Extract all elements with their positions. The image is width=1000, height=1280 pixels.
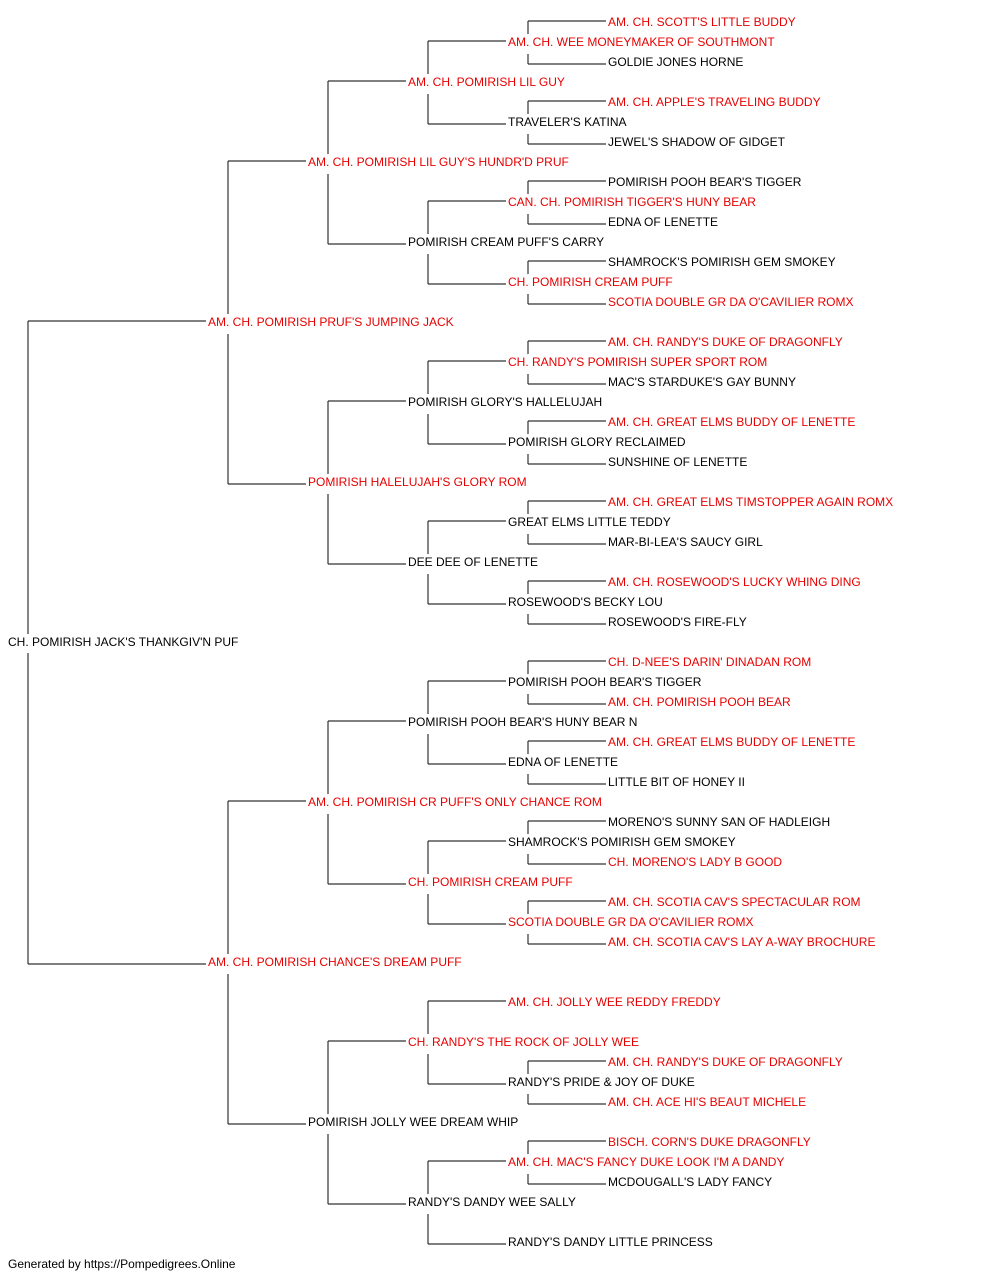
ancestor-gen2: POMIRISH JOLLY WEE DREAM WHIP [308, 1115, 518, 1129]
ancestor-gen5: AM. CH. SCOTIA CAV'S SPECTACULAR ROM [608, 895, 861, 909]
ancestor-gen1: AM. CH. POMIRISH PRUF'S JUMPING JACK [208, 315, 454, 329]
ancestor-gen4: TRAVELER'S KATINA [508, 115, 627, 129]
ancestor-gen5: SHAMROCK'S POMIRISH GEM SMOKEY [608, 255, 836, 269]
ancestor-gen5: BISCH. CORN'S DUKE DRAGONFLY [608, 1135, 811, 1149]
ancestor-gen5: AM. CH. ROSEWOOD'S LUCKY WHING DING [608, 575, 861, 589]
ancestor-gen4: AM. CH. JOLLY WEE REDDY FREDDY [508, 995, 721, 1009]
ancestor-gen5: SCOTIA DOUBLE GR DA O'CAVILIER ROMX [608, 295, 853, 309]
ancestor-gen5: AM. CH. ACE HI'S BEAUT MICHELE [608, 1095, 806, 1109]
ancestor-gen3: RANDY'S DANDY WEE SALLY [408, 1195, 576, 1209]
ancestor-gen5: AM. CH. RANDY'S DUKE OF DRAGONFLY [608, 1055, 843, 1069]
ancestor-gen4: AM. CH. WEE MONEYMAKER OF SOUTHMONT [508, 35, 775, 49]
ancestor-gen5: JEWEL'S SHADOW OF GIDGET [608, 135, 786, 149]
ancestor-gen4: ROSEWOOD'S BECKY LOU [508, 595, 663, 609]
ancestor-gen5: CH. D-NEE'S DARIN' DINADAN ROM [608, 655, 811, 669]
ancestor-gen4: AM. CH. MAC'S FANCY DUKE LOOK I'M A DAND… [508, 1155, 784, 1169]
ancestor-gen3: AM. CH. POMIRISH LIL GUY [408, 75, 565, 89]
ancestor-gen3: DEE DEE OF LENETTE [408, 555, 538, 569]
ancestor-gen5: AM. CH. GREAT ELMS BUDDY OF LENETTE [608, 415, 855, 429]
ancestor-gen4: SHAMROCK'S POMIRISH GEM SMOKEY [508, 835, 736, 849]
ancestor-gen4: CH. RANDY'S POMIRISH SUPER SPORT ROM [508, 355, 767, 369]
ancestor-gen2: POMIRISH HALELUJAH'S GLORY ROM [308, 475, 527, 489]
ancestor-gen3: CH. RANDY'S THE ROCK OF JOLLY WEE [408, 1035, 639, 1049]
ancestor-gen5: CH. MORENO'S LADY B GOOD [608, 855, 782, 869]
ancestor-gen5: AM. CH. APPLE'S TRAVELING BUDDY [608, 95, 821, 109]
ancestor-gen4: RANDY'S DANDY LITTLE PRINCESS [508, 1235, 713, 1249]
ancestor-gen4: CAN. CH. POMIRISH TIGGER'S HUNY BEAR [508, 195, 756, 209]
ancestor-gen5: SUNSHINE OF LENETTE [608, 455, 747, 469]
ancestor-gen4: RANDY'S PRIDE & JOY OF DUKE [508, 1075, 695, 1089]
ancestor-gen5: AM. CH. SCOTT'S LITTLE BUDDY [608, 15, 796, 29]
ancestor-gen4: GREAT ELMS LITTLE TEDDY [508, 515, 671, 529]
ancestor-gen2: AM. CH. POMIRISH LIL GUY'S HUNDR'D PRUF [308, 155, 569, 169]
ancestor-gen5: MORENO'S SUNNY SAN OF HADLEIGH [608, 815, 830, 829]
ancestor-gen5: AM. CH. POMIRISH POOH BEAR [608, 695, 791, 709]
ancestor-gen5: AM. CH. GREAT ELMS BUDDY OF LENETTE [608, 735, 855, 749]
ancestor-gen5: EDNA OF LENETTE [608, 215, 718, 229]
ancestor-gen4: POMIRISH GLORY RECLAIMED [508, 435, 686, 449]
ancestor-gen4: POMIRISH POOH BEAR'S TIGGER [508, 675, 702, 689]
ancestor-gen5: AM. CH. GREAT ELMS TIMSTOPPER AGAIN ROMX [608, 495, 893, 509]
ancestor-gen5: AM. CH. SCOTIA CAV'S LAY A-WAY BROCHURE [608, 935, 875, 949]
ancestor-gen5: MCDOUGALL'S LADY FANCY [608, 1175, 772, 1189]
ancestor-gen3: POMIRISH POOH BEAR'S HUNY BEAR N [408, 715, 637, 729]
ancestor-gen4: SCOTIA DOUBLE GR DA O'CAVILIER ROMX [508, 915, 753, 929]
ancestor-gen3: POMIRISH GLORY'S HALLELUJAH [408, 395, 602, 409]
ancestor-gen4: CH. POMIRISH CREAM PUFF [508, 275, 673, 289]
ancestor-gen5: LITTLE BIT OF HONEY II [608, 775, 745, 789]
ancestor-gen3: POMIRISH CREAM PUFF'S CARRY [408, 235, 604, 249]
ancestor-gen5: AM. CH. RANDY'S DUKE OF DRAGONFLY [608, 335, 843, 349]
ancestor-gen5: MAR-BI-LEA'S SAUCY GIRL [608, 535, 763, 549]
ancestor-gen4: EDNA OF LENETTE [508, 755, 618, 769]
ancestor-gen0: CH. POMIRISH JACK'S THANKGIV'N PUF [8, 635, 238, 649]
ancestor-gen5: ROSEWOOD'S FIRE-FLY [608, 615, 747, 629]
ancestor-gen3: CH. POMIRISH CREAM PUFF [408, 875, 573, 889]
ancestor-gen5: MAC'S STARDUKE'S GAY BUNNY [608, 375, 796, 389]
footer-credit: Generated by https://Pompedigrees.Online [8, 1257, 236, 1271]
ancestor-gen5: GOLDIE JONES HORNE [608, 55, 743, 69]
ancestor-gen2: AM. CH. POMIRISH CR PUFF'S ONLY CHANCE R… [308, 795, 602, 809]
ancestor-gen1: AM. CH. POMIRISH CHANCE'S DREAM PUFF [208, 955, 462, 969]
ancestor-gen5: POMIRISH POOH BEAR'S TIGGER [608, 175, 802, 189]
